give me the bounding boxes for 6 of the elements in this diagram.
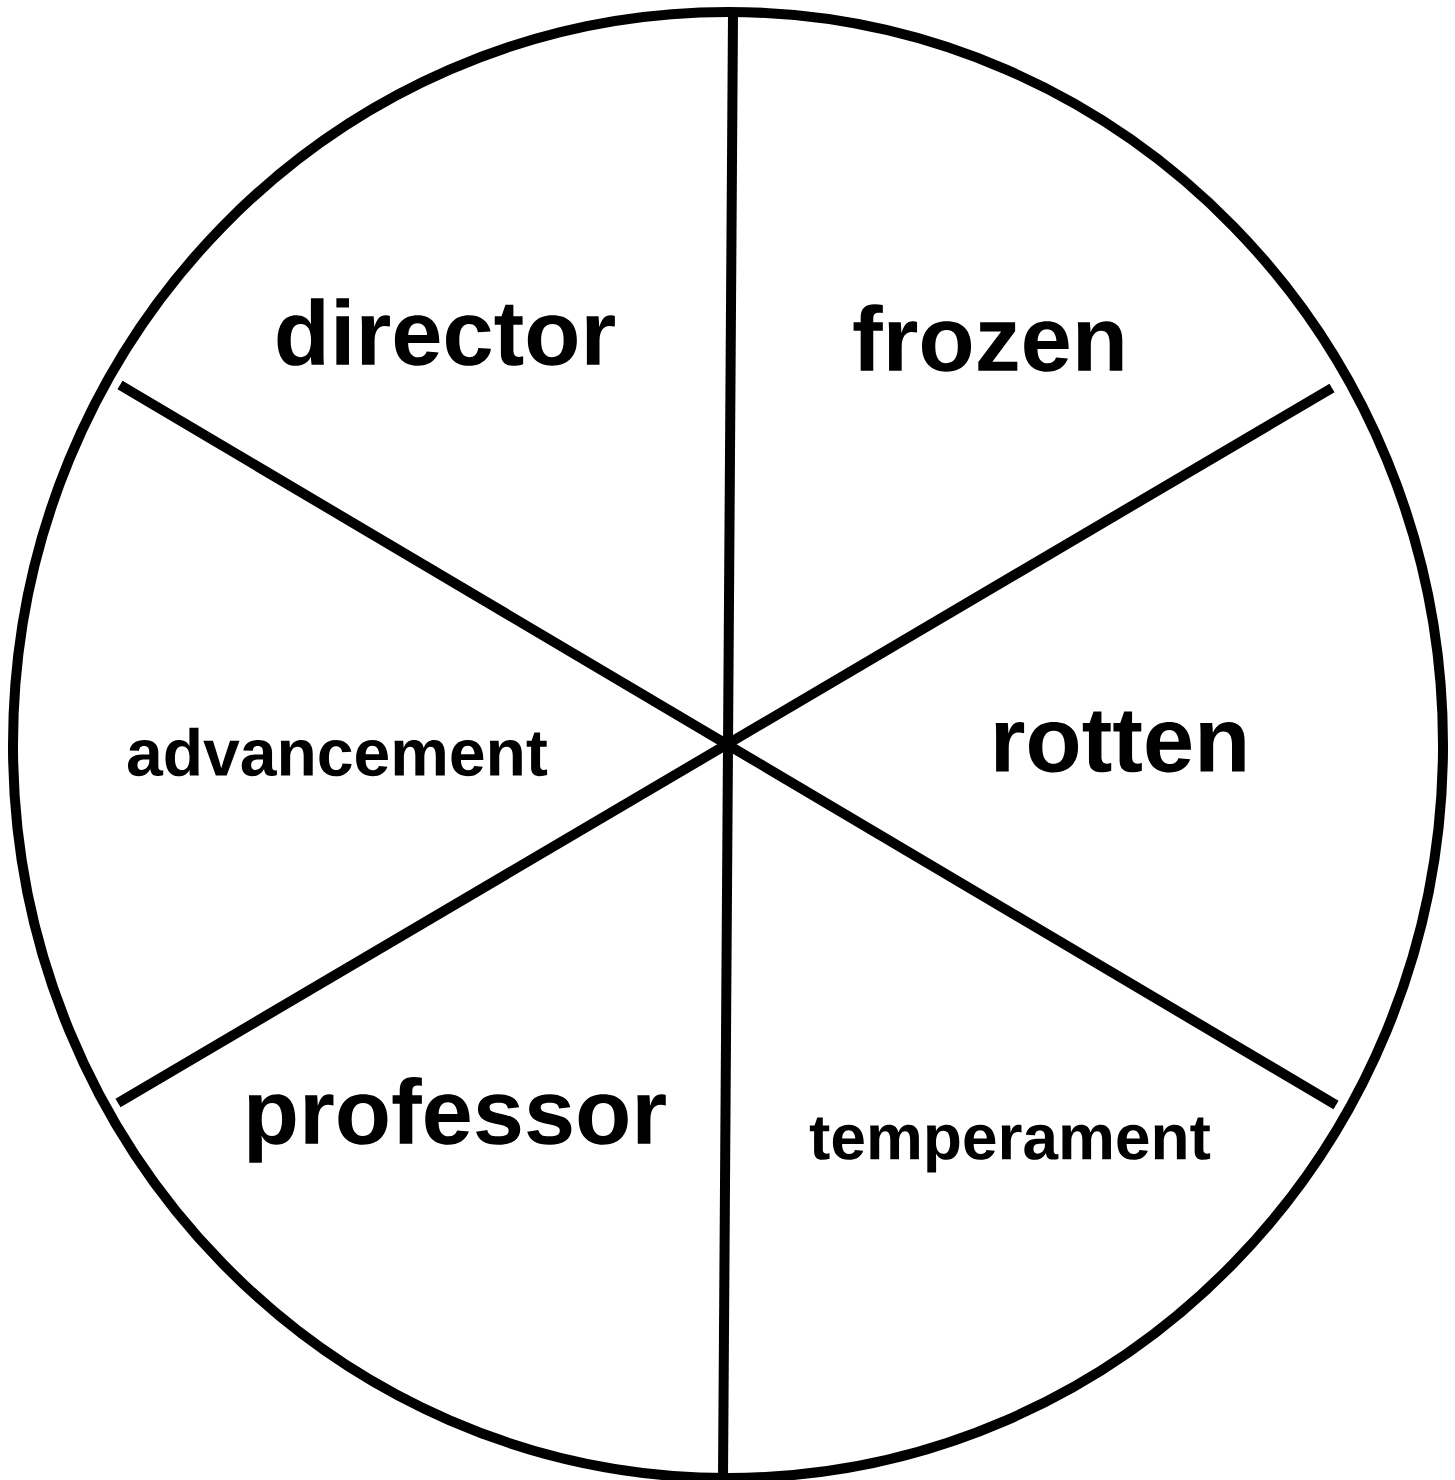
sector-label: advancement: [128, 727, 548, 777]
sector-label: director: [277, 298, 615, 366]
sector-label: frozen: [853, 304, 1123, 372]
sector-label: professor: [248, 1077, 666, 1163]
sector-label: temperament: [809, 1117, 1211, 1173]
sector-label: rotten: [995, 711, 1245, 773]
